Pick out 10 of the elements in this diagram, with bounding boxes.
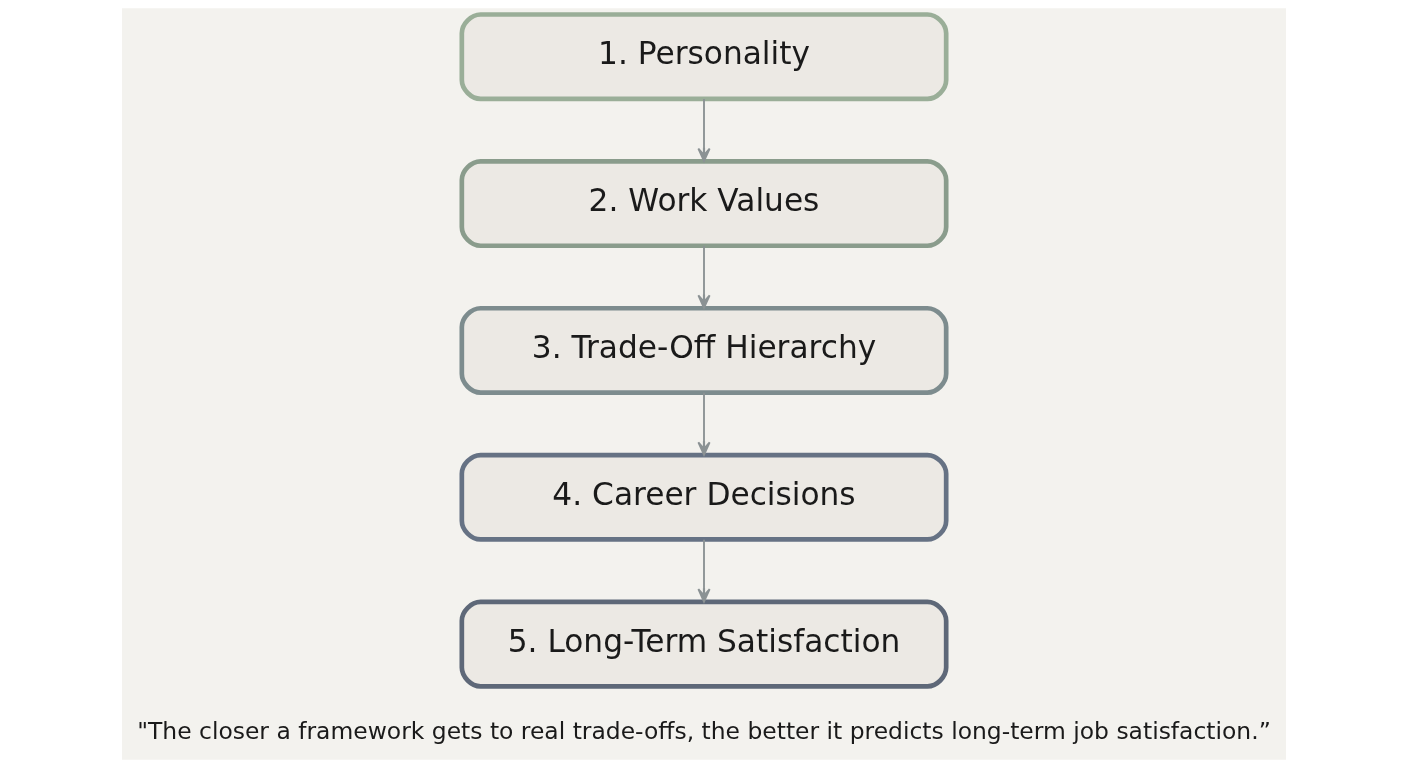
node-box: 1. Personality <box>459 12 949 102</box>
arrow <box>697 244 711 309</box>
caption: "The closer a framework gets to real trade-offs, the better it predicts long-term job satisfaction.” <box>137 717 1271 746</box>
node-box: 2. Work Values <box>459 159 949 249</box>
arrow <box>697 538 711 603</box>
node-box: 5. Long-Term Satisfaction <box>459 599 949 689</box>
arrow <box>697 98 711 162</box>
node-box: 3. Trade-Off Hierarchy <box>459 305 949 395</box>
arrow <box>697 391 711 456</box>
node-box: 4. Career Decisions <box>459 452 949 542</box>
